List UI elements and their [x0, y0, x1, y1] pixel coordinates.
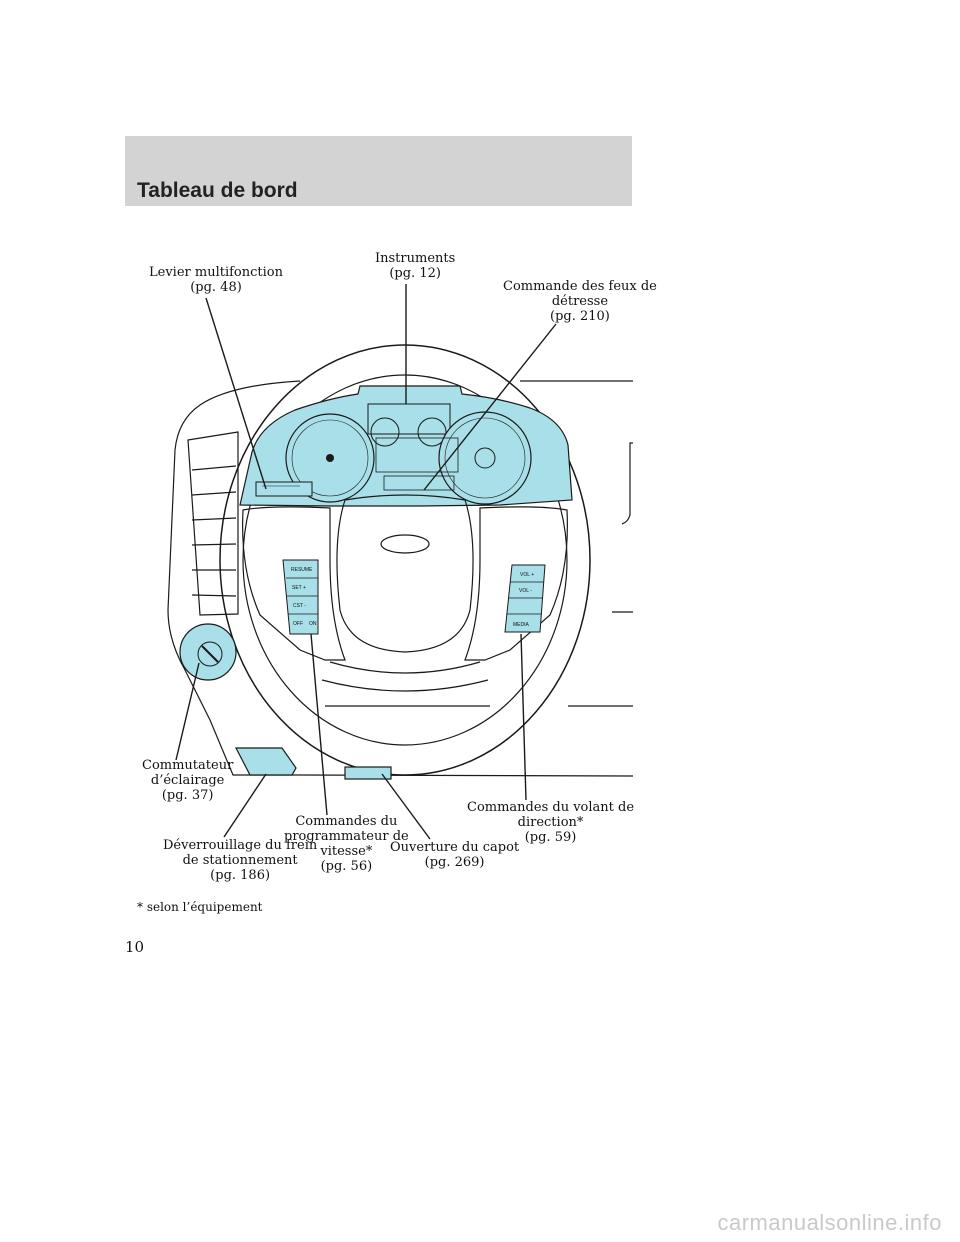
- callout-parking-brake-release: Déverrouillage du frein de stationnement…: [163, 838, 318, 883]
- callout-hood-release: Ouverture du capot (pg. 269): [390, 840, 520, 870]
- callout-steering-wheel-controls: Commandes du volant de direction* (pg. 5…: [467, 800, 635, 845]
- page-title: Tableau de bord: [137, 179, 298, 202]
- parking-brake-release: [235, 747, 297, 776]
- left-dashboard-panel: [167, 380, 301, 776]
- airbag-hub: [336, 494, 474, 653]
- cst-minus-button[interactable]: CST -: [293, 603, 306, 609]
- vol-minus-button[interactable]: VOL -: [519, 588, 532, 594]
- instrument-cluster: [239, 385, 573, 507]
- off-button[interactable]: OFF: [293, 621, 303, 627]
- headlamp-switch: [179, 623, 237, 681]
- steering-wheel-rim: [219, 344, 591, 776]
- audio-control-pad: VOL + VOL - MEDIA: [504, 564, 546, 633]
- callout-cruise-control: Commandes du programmateur de vitesse* (…: [284, 814, 409, 874]
- speedometer: [438, 411, 532, 505]
- header-band: Tableau de bord: [125, 136, 632, 206]
- media-button[interactable]: MEDIA: [513, 622, 530, 628]
- cruise-control-pad: RESUME SET + CST - OFF ON: [282, 559, 319, 635]
- callout-hazard-control: Commande des feux de détresse (pg. 210): [503, 279, 657, 324]
- page-number: 10: [125, 938, 145, 956]
- vol-plus-button[interactable]: VOL +: [520, 572, 534, 578]
- resume-button[interactable]: RESUME: [291, 567, 313, 573]
- callout-instruments: Instruments (pg. 12): [375, 251, 456, 281]
- set-plus-button[interactable]: SET +: [292, 585, 306, 591]
- callout-multifunction-lever: Levier multifonction (pg. 48): [149, 265, 283, 295]
- footnote: * selon l’équipement: [137, 900, 263, 914]
- hood-release: [344, 766, 392, 780]
- callout-lighting-switch: Commutateur d’éclairage (pg. 37): [142, 758, 234, 803]
- on-button[interactable]: ON: [309, 621, 317, 627]
- watermark: carmanualsonline.info: [717, 1210, 942, 1235]
